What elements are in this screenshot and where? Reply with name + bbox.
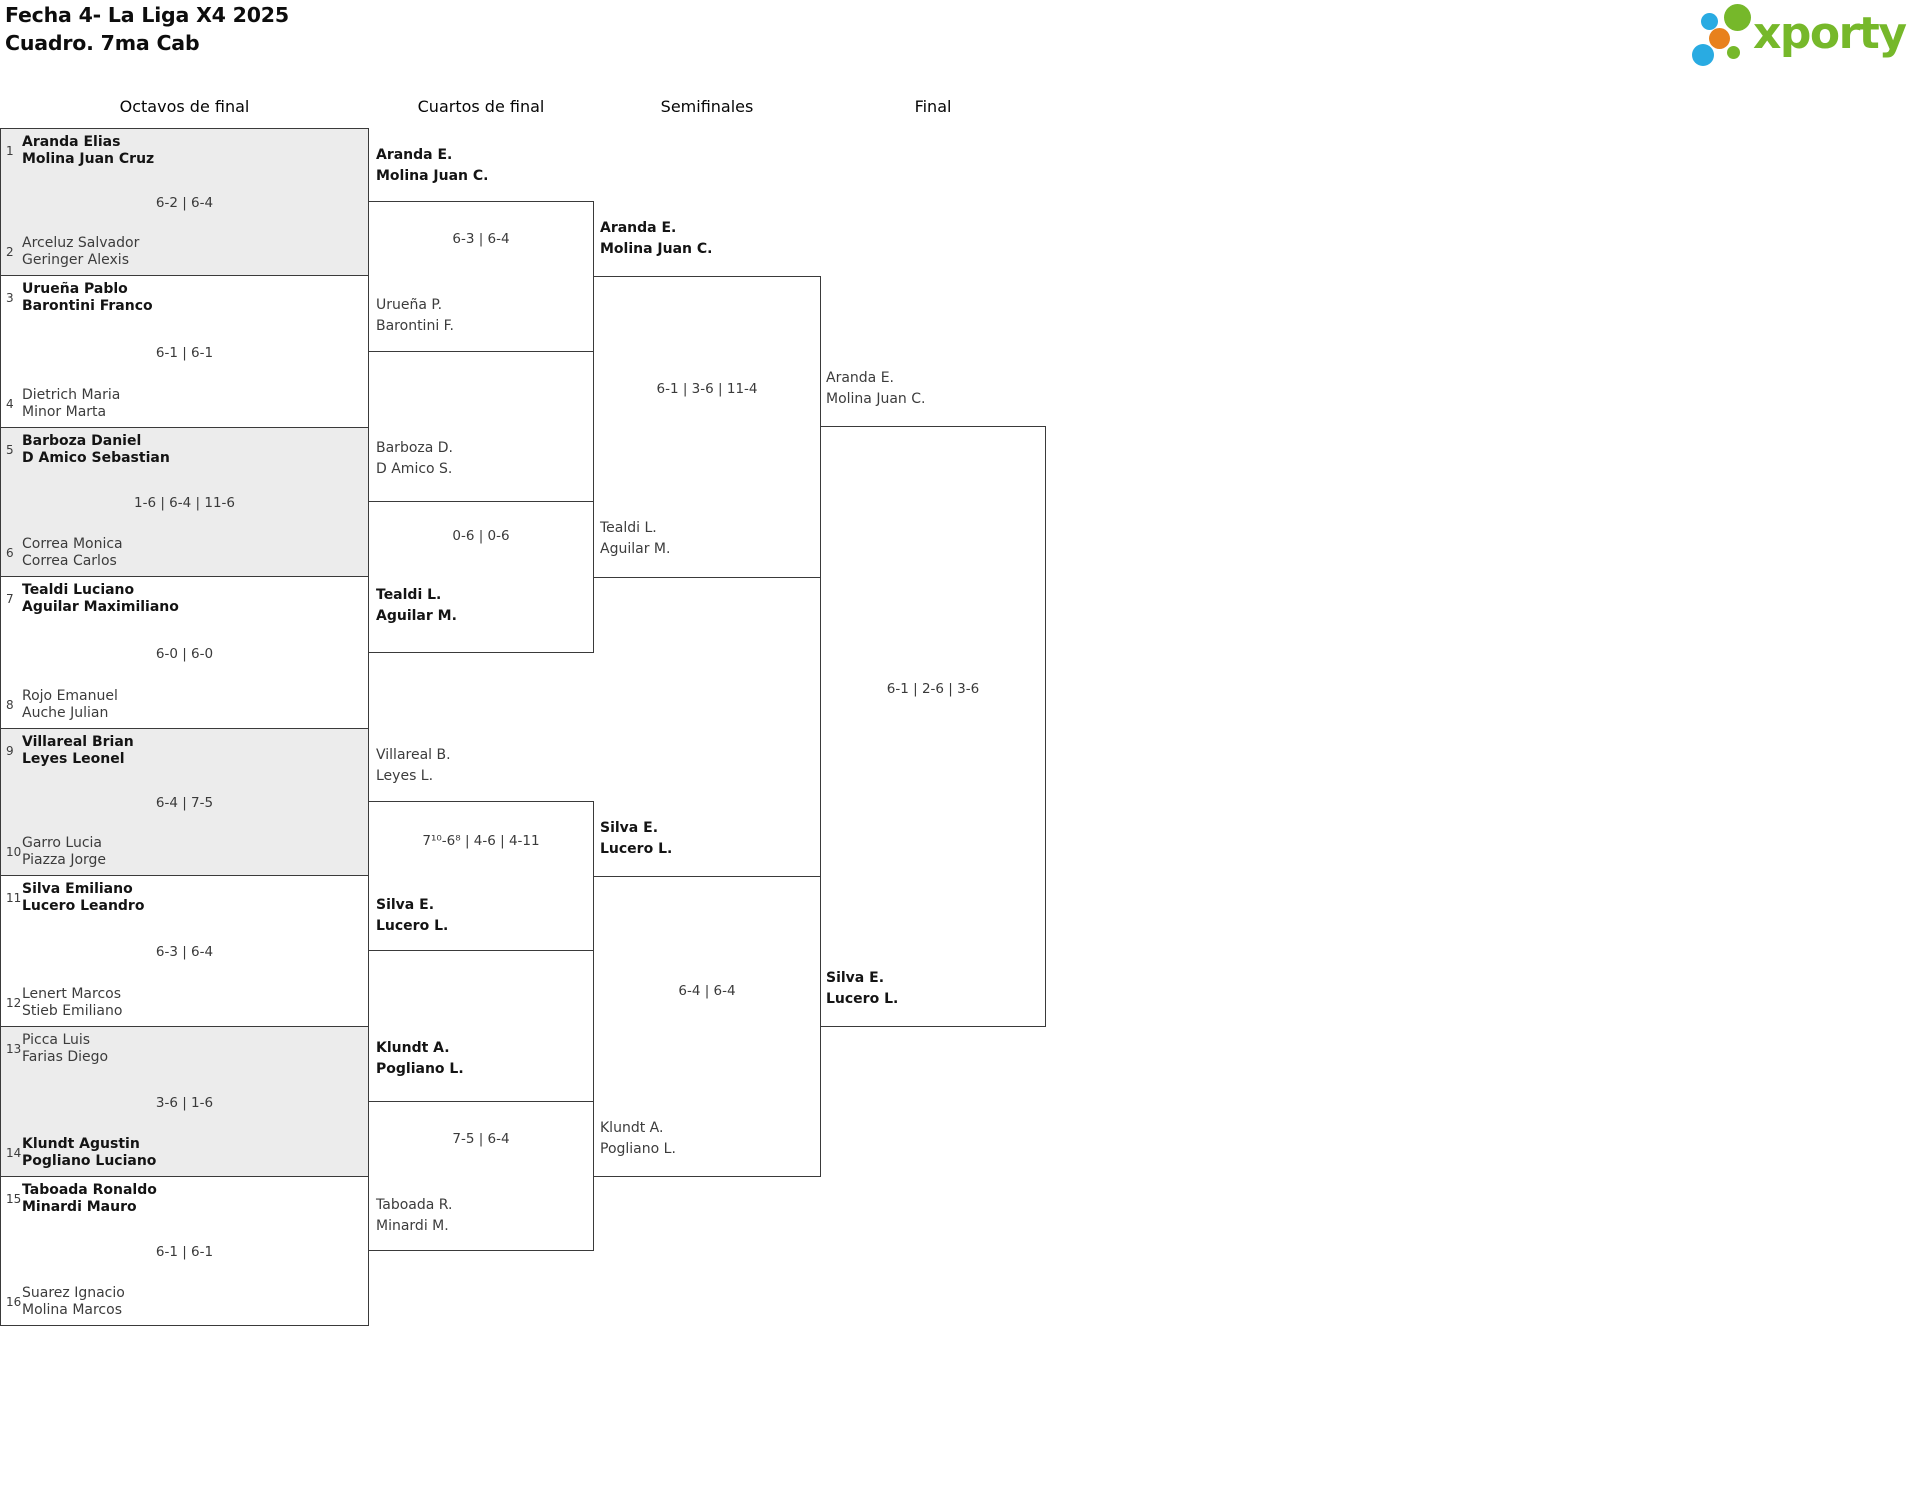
seed-number: 3 <box>6 291 14 305</box>
seed-number: 7 <box>6 592 14 606</box>
qf2-top-team: Barboza D.D Amico S. <box>376 440 453 477</box>
sf2-bottom-team: Klundt A.Pogliano L. <box>600 1120 676 1157</box>
qf1-score: 6-3 | 6-4 <box>452 231 510 247</box>
qf2-bottom-team: Tealdi L.Aguilar M. <box>376 587 457 624</box>
match-score: 6-0 | 6-0 <box>155 645 214 662</box>
match-score: 1-6 | 6-4 | 11-6 <box>134 495 235 511</box>
qf4-bottom-team: Taboada R.Minardi M. <box>376 1197 453 1234</box>
seed-number: 11 <box>6 891 22 905</box>
sf1-top-team: Aranda E.Molina Juan C. <box>600 220 713 257</box>
qf3-bottom-team: Silva E.Lucero L. <box>376 897 449 934</box>
seed-number: 4 <box>6 397 14 411</box>
seed-number: 14 <box>6 1146 22 1160</box>
round-header-semifinales: Semifinales <box>660 97 754 116</box>
qf-match-2-box <box>368 501 594 653</box>
final-match-box <box>820 426 1046 1027</box>
sf2-score: 6-4 | 6-4 <box>678 983 736 999</box>
logo-dot-icon <box>1692 44 1714 66</box>
seed-number: 9 <box>6 744 14 758</box>
page-title: Fecha 4- La Liga X4 2025 Cuadro. 7ma Cab <box>5 2 289 57</box>
final-score: 6-1 | 2-6 | 3-6 <box>886 681 980 697</box>
seed-number: 6 <box>6 546 14 560</box>
match-score: 6-1 | 6-1 <box>155 344 214 361</box>
logo-dot-icon <box>1724 4 1751 31</box>
bracket-subtitle: Cuadro. 7ma Cab <box>5 30 200 55</box>
sf1-score: 6-1 | 3-6 | 11-4 <box>656 381 758 397</box>
qf1-top-team: Aranda E.Molina Juan C. <box>376 147 489 184</box>
match-score: 6-3 | 6-4 <box>155 944 214 960</box>
match-score: 3-6 | 1-6 <box>155 1094 214 1111</box>
seed-number: 1 <box>6 144 14 158</box>
seed-number: 13 <box>6 1042 22 1056</box>
qf4-score: 7-5 | 6-4 <box>452 1131 510 1147</box>
qf2-score: 0-6 | 0-6 <box>452 528 510 544</box>
qf3-score: 7¹⁰-6⁸ | 4-6 | 4-11 <box>422 833 540 849</box>
match-score: 6-1 | 6-1 <box>155 1244 214 1260</box>
round-header-cuartos: Cuartos de final <box>417 97 545 116</box>
final-top-team: Aranda E.Molina Juan C. <box>826 370 926 407</box>
logo-dot-icon <box>1701 13 1718 30</box>
seed-number: 2 <box>6 245 14 259</box>
logo-dot-icon <box>1709 28 1730 49</box>
logo-wordmark: xporty <box>1753 8 1907 59</box>
seed-number: 8 <box>6 698 14 712</box>
qf3-top-team: Villareal B.Leyes L. <box>376 747 451 784</box>
tournament-name: Fecha 4- La Liga X4 2025 <box>5 3 289 27</box>
round-header-octavos: Octavos de final <box>119 97 250 116</box>
seed-number: 16 <box>6 1295 22 1309</box>
sf2-top-team: Silva E.Lucero L. <box>600 820 673 857</box>
seed-number: 10 <box>6 845 22 859</box>
seed-number: 5 <box>6 443 14 457</box>
sf1-bottom-team: Tealdi L.Aguilar M. <box>600 520 671 557</box>
seed-number: 15 <box>6 1192 22 1206</box>
logo-dot-icon <box>1727 46 1740 59</box>
qf1-bottom-team: Urueña P.Barontini F. <box>376 297 454 334</box>
qf4-top-team: Klundt A.Pogliano L. <box>376 1040 464 1077</box>
match-score: 6-4 | 7-5 <box>155 795 214 811</box>
round-header-final: Final <box>914 97 952 116</box>
final-bottom-team: Silva E.Lucero L. <box>826 970 899 1007</box>
seed-number: 12 <box>6 996 22 1010</box>
xporty-logo-link[interactable]: xporty <box>1686 2 1918 70</box>
match-score: 6-2 | 6-4 <box>155 195 214 211</box>
